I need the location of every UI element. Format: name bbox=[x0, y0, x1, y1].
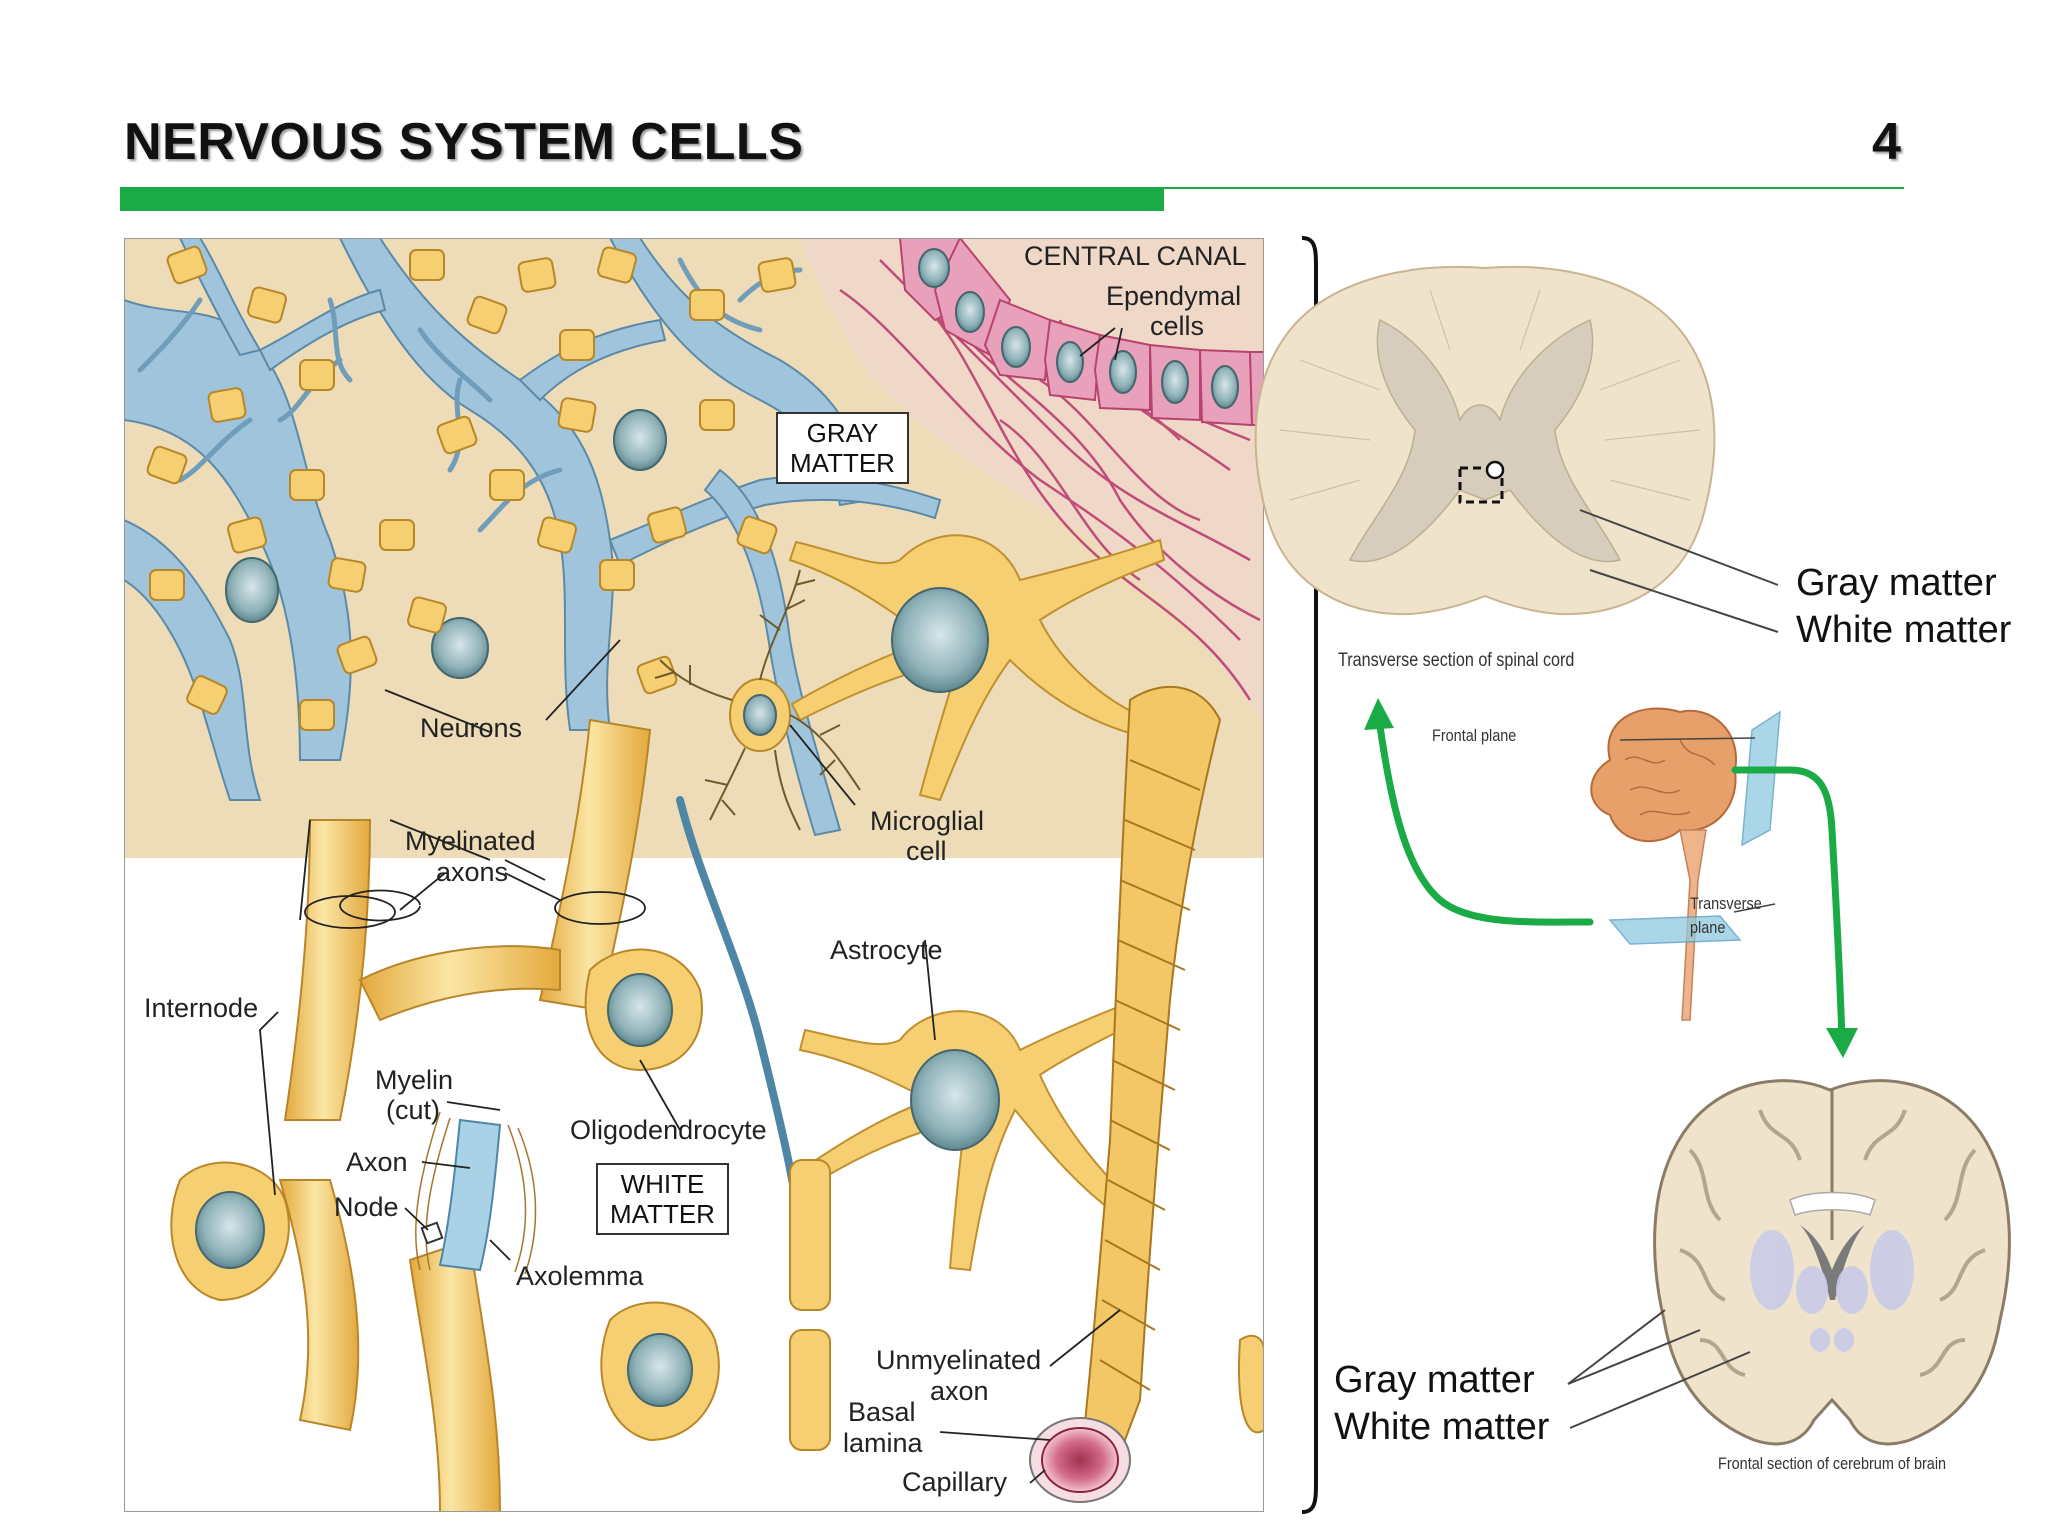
label-basal-lamina: lamina bbox=[843, 1428, 923, 1458]
label-leader-lines bbox=[259, 327, 1123, 1484]
label-microglial-cell: cell bbox=[906, 836, 947, 866]
label-myelin-cut: (cut) bbox=[386, 1095, 440, 1125]
spinal-gray-matter-label: Gray matter bbox=[1796, 562, 1997, 604]
slide-number: 4 bbox=[1872, 113, 1901, 171]
label-microglial: Microglial bbox=[870, 806, 985, 836]
astrocyte-upper-drawing bbox=[788, 534, 1166, 802]
lower-left-cells-drawing bbox=[170, 1161, 720, 1442]
label-astrocyte: Astrocyte bbox=[830, 935, 943, 965]
white-matter-box-line1: WHITE bbox=[620, 1169, 705, 1199]
label-unmyelinated-axon: axon bbox=[930, 1376, 989, 1406]
title-rule-line bbox=[1164, 187, 1904, 189]
label-basal: Basal bbox=[848, 1397, 916, 1427]
label-ependymal-cells: cells bbox=[1150, 311, 1205, 341]
label-internode: Internode bbox=[144, 993, 259, 1023]
synaptic-terminals-drawing bbox=[146, 245, 797, 731]
label-unmyelinated: Unmyelinated bbox=[876, 1345, 1042, 1375]
label-central-canal: CENTRAL CANAL bbox=[1024, 241, 1247, 271]
label-neurons: Neurons bbox=[420, 713, 523, 743]
astrocyte-lower-drawing bbox=[798, 988, 1170, 1272]
label-myelin: Myelin bbox=[375, 1065, 454, 1095]
frontal-plane-label: Frontal plane bbox=[1432, 726, 1517, 745]
brain-orientation-drawing bbox=[1590, 707, 1781, 1021]
capillary-column-drawing bbox=[1029, 686, 1222, 1503]
gray-matter-box-line1: GRAY bbox=[806, 418, 879, 448]
label-axon: Axon bbox=[346, 1147, 408, 1177]
arrow-head-up bbox=[1364, 698, 1394, 730]
label-myelinated-axons: axons bbox=[436, 857, 509, 887]
transverse-plane-label-2: plane bbox=[1690, 918, 1726, 937]
ependymal-cells-drawing bbox=[800, 238, 1264, 720]
label-node: Node bbox=[334, 1192, 399, 1222]
oligodendrocyte-drawing bbox=[584, 948, 703, 1072]
slide-title: NERVOUS SYSTEM CELLS bbox=[124, 113, 804, 171]
exposed-axon-drawing bbox=[415, 1111, 537, 1275]
arrow-head-down bbox=[1826, 1028, 1858, 1058]
label-gray-matter-box: GRAY MATTER bbox=[776, 412, 909, 484]
brain-coronal-section-drawing bbox=[1567, 1079, 2011, 1446]
label-white-matter-box: WHITE MATTER bbox=[596, 1163, 729, 1235]
green-arrows-drawing bbox=[1374, 708, 1846, 1044]
spinal-white-matter-label: White matter bbox=[1796, 609, 2012, 651]
myelinated-axons-drawing bbox=[278, 718, 652, 1512]
label-axolemma: Axolemma bbox=[516, 1261, 644, 1291]
label-myelinated: Myelinated bbox=[405, 826, 536, 856]
label-capillary: Capillary bbox=[902, 1467, 1008, 1497]
label-ependymal: Ependymal bbox=[1106, 281, 1242, 311]
gray-matter-box-line2: MATTER bbox=[790, 448, 895, 478]
brain-gray-matter-label: Gray matter bbox=[1334, 1359, 1535, 1401]
spinal-cord-section-drawing bbox=[1254, 265, 1779, 633]
brain-white-matter-label: White matter bbox=[1334, 1406, 1550, 1448]
transverse-plane-label: Transverse bbox=[1690, 894, 1762, 913]
label-oligodendrocyte: Oligodendrocyte bbox=[570, 1115, 767, 1145]
brain-section-caption: Frontal section of cerebrum of brain bbox=[1718, 1454, 1947, 1473]
white-matter-box-line2: MATTER bbox=[610, 1199, 715, 1229]
spinal-cord-caption: Transverse section of spinal cord bbox=[1338, 650, 1575, 671]
title-rule-accent bbox=[120, 187, 1164, 211]
microglial-cell-drawing bbox=[654, 569, 861, 831]
